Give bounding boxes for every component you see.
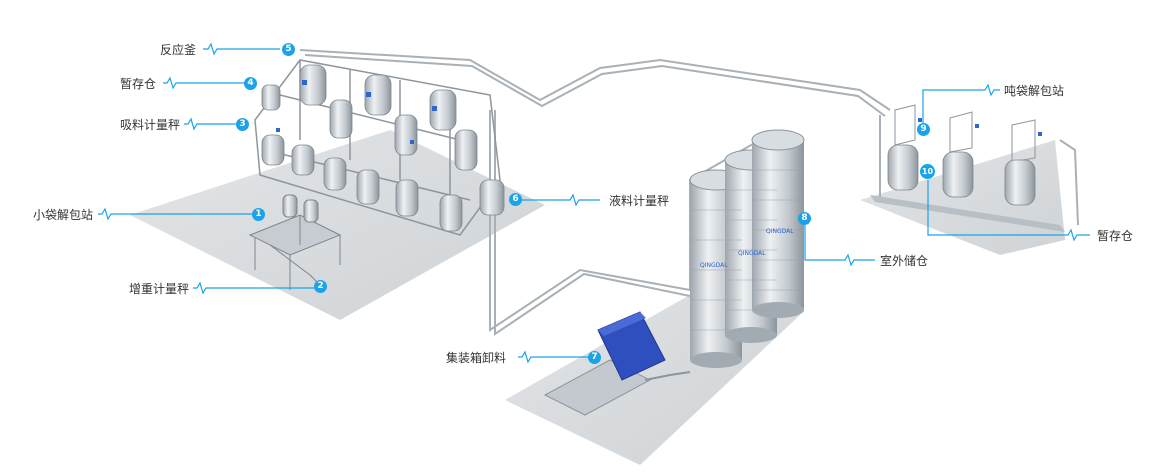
callout-label-container-unloading: 集装箱卸料 xyxy=(446,351,507,365)
container-unloader xyxy=(543,311,691,416)
callout-badge-5[interactable]: 5 xyxy=(282,43,295,56)
callout-label-ton-bag-station: 吨袋解包站 xyxy=(1004,84,1065,98)
callout-badge-6[interactable]: 6 xyxy=(509,193,522,206)
callout-label-buffer-bin-2: 暂存仓 xyxy=(1097,229,1134,243)
callout-leaders xyxy=(98,42,1090,364)
callout-badge-7[interactable]: 7 xyxy=(588,351,601,364)
callout-label-buffer-bin: 暂存仓 xyxy=(120,77,157,91)
callout-badge-8[interactable]: 8 xyxy=(798,212,811,225)
callout-badge-3[interactable]: 3 xyxy=(236,118,249,131)
leader-10 xyxy=(927,180,1090,242)
outdoor-silos xyxy=(689,129,805,368)
leader-2 xyxy=(193,281,314,295)
leader-7 xyxy=(518,350,588,364)
callout-badge-2[interactable]: 2 xyxy=(314,280,327,293)
reactor-accent-motors xyxy=(276,80,437,144)
small-bag-station xyxy=(248,194,342,291)
callout-label-gain-scale: 增重计量秤 xyxy=(129,282,190,296)
callout-label-small-bag-station: 小袋解包站 xyxy=(33,208,94,222)
callout-badge-1[interactable]: 1 xyxy=(252,208,265,221)
leader-1 xyxy=(98,207,252,221)
leader-3 xyxy=(184,117,236,131)
overhead-pipes xyxy=(299,49,1079,336)
callout-label-suction-scale: 吸料计量秤 xyxy=(120,118,181,132)
leader-8 xyxy=(804,225,875,267)
callout-badge-10[interactable]: 10 xyxy=(920,164,935,179)
reactor-vessels xyxy=(261,64,505,232)
left-floor-platform xyxy=(130,130,545,320)
leader-5 xyxy=(203,42,280,56)
callout-badge-9[interactable]: 9 xyxy=(917,123,930,136)
reactor-complex xyxy=(254,59,505,236)
silo-brand-2: QINGDAL xyxy=(738,250,766,257)
callout-label-outdoor-silo: 室外储仓 xyxy=(880,254,929,268)
ton-bag-stations xyxy=(870,104,1065,232)
callout-label-liquid-scale: 液料计量秤 xyxy=(609,194,670,208)
leader-4 xyxy=(163,76,245,90)
callout-badge-4[interactable]: 4 xyxy=(244,77,257,90)
leader-9 xyxy=(922,83,1000,130)
leader-6 xyxy=(520,193,600,207)
callout-label-reactor: 反应釜 xyxy=(160,43,197,57)
silo-3 xyxy=(751,129,805,318)
silo-brand-3: QINGDAL xyxy=(766,228,794,235)
silo-brand-1: QINGDAL xyxy=(700,262,728,269)
